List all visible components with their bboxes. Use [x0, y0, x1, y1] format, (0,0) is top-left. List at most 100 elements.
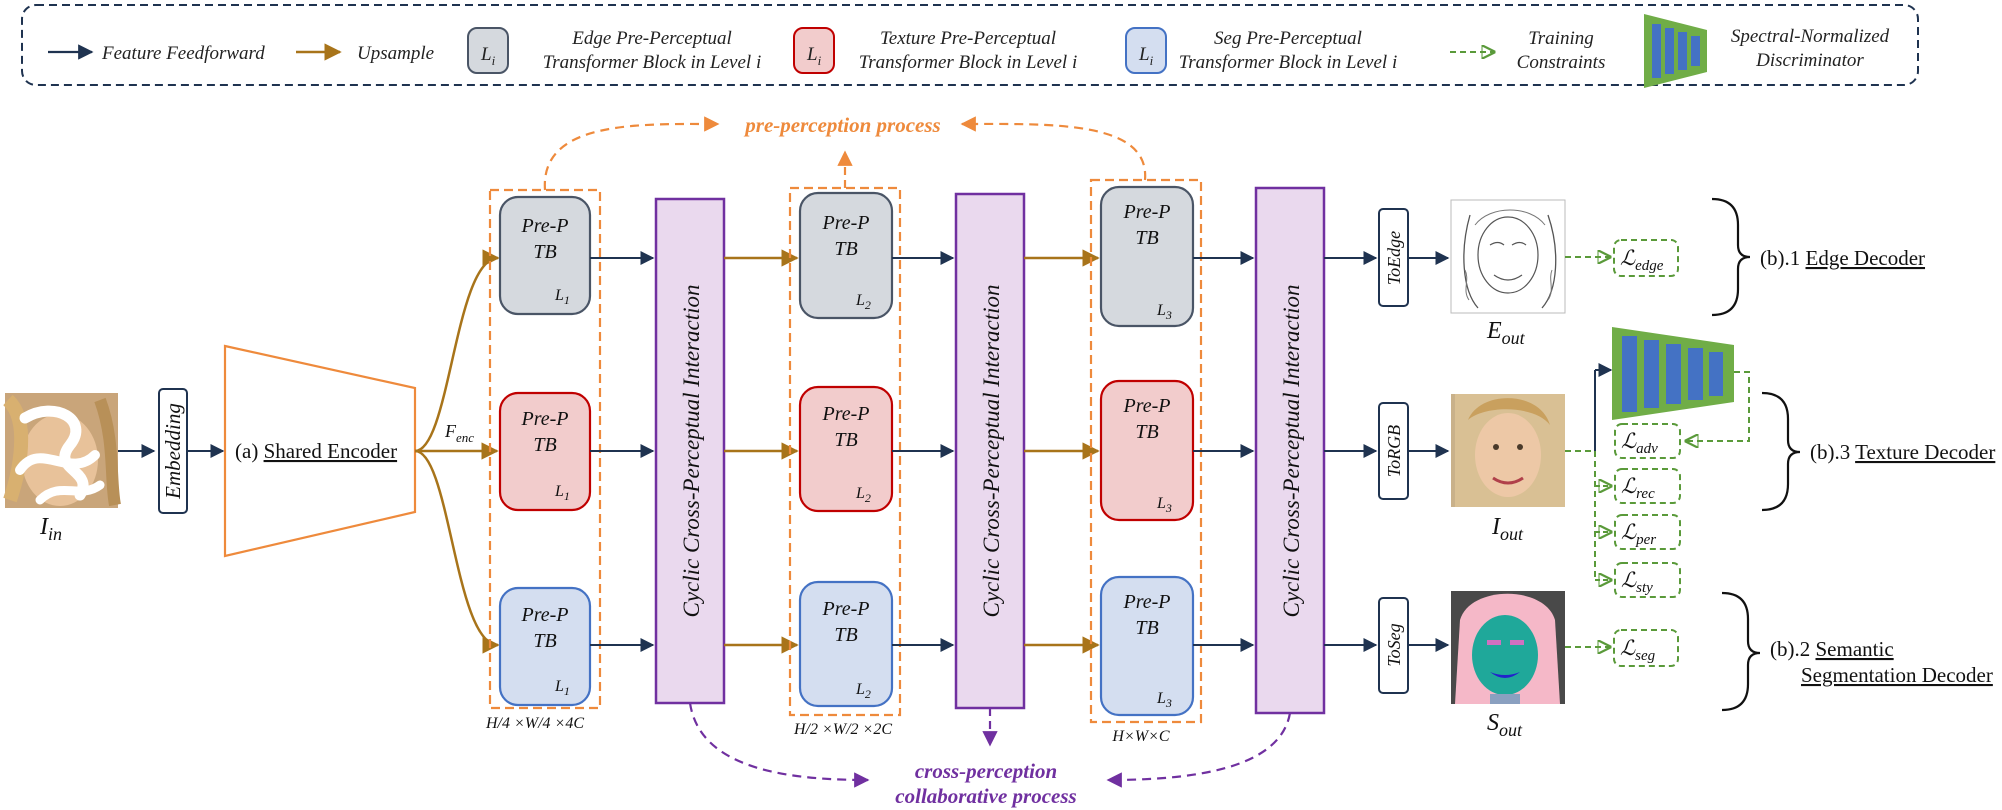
- level2-size-label: H/2 ×W/2 ×2C: [793, 721, 892, 738]
- svg-text:L2: L2: [855, 485, 871, 505]
- level1-size-label: H/4 ×W/4 ×4C: [485, 715, 584, 732]
- legend-edge-block-line2: Transformer Block in Level i: [543, 52, 761, 73]
- svg-text:L3: L3: [1156, 495, 1172, 515]
- loss-seg-box: ℒseg: [1613, 629, 1679, 667]
- input-image: [2, 393, 121, 508]
- seg-output-label: Sout: [1487, 710, 1523, 740]
- ccpi-block-1: [654, 197, 726, 705]
- cross-perception-arrow-left: [688, 702, 870, 788]
- texture-block-l3: Pre-P TB L3: [1099, 379, 1195, 522]
- svg-text:TB: TB: [1135, 421, 1158, 443]
- legend-upsample-label: Upsample: [357, 43, 434, 64]
- svg-text:ℒedge: ℒedge: [1620, 246, 1664, 274]
- level3-size-label: H×W×C: [1111, 728, 1169, 745]
- edge-decoder-label: (b).1 Edge Decoder: [1760, 246, 1925, 270]
- svg-text:ℒrec: ℒrec: [1621, 474, 1655, 502]
- texture-output-label: Iout: [1491, 514, 1524, 544]
- legend-seg-block-line2: Transformer Block in Level i: [1179, 52, 1397, 73]
- discriminator-icon: [1612, 327, 1734, 420]
- svg-text:TB: TB: [834, 429, 857, 451]
- svg-text:TB: TB: [1135, 227, 1158, 249]
- pre-perception-label: pre-perception process: [743, 113, 940, 137]
- legend-edge-block-line1: Edge Pre-Perceptual: [571, 28, 732, 49]
- legend: Feature Feedforward Upsample Li Edge Pre…: [21, 4, 1919, 88]
- seg-block-l2: Pre-P TB L2: [798, 580, 894, 708]
- svg-text:ℒper: ℒper: [1621, 520, 1656, 548]
- svg-text:Pre-P: Pre-P: [520, 604, 568, 626]
- legend-discriminator-icon: [1644, 14, 1707, 88]
- cross-perception-label-line2: collaborative process: [895, 784, 1076, 808]
- arrow-discriminator-adv: [1686, 371, 1750, 441]
- ccpi-label-1: Cyclic Cross-Perceptual Interaction: [679, 285, 704, 618]
- seg-decoder-label-line1: (b).2 Semantic: [1770, 637, 1894, 661]
- legend-texture-swatch: [793, 27, 835, 74]
- pre-perception-arrow-right: [960, 116, 1147, 181]
- legend-discriminator-line2: Discriminator: [1755, 50, 1864, 71]
- ccpi-block-2: [954, 192, 1026, 710]
- svg-text:TB: TB: [834, 624, 857, 646]
- legend-training-line1: Training: [1528, 28, 1593, 49]
- edge-block-l3: Pre-P TB L3: [1099, 185, 1195, 328]
- cross-perception-arrow-right: [1106, 712, 1292, 788]
- loss-per-box: ℒper: [1614, 514, 1681, 550]
- svg-text:L3: L3: [1156, 302, 1172, 322]
- loss-edge-box: ℒedge: [1613, 239, 1679, 277]
- svg-text:L1: L1: [554, 287, 570, 307]
- legend-seg-swatch-label: Li: [1138, 44, 1154, 68]
- torgb-label: ToRGB: [1384, 425, 1404, 477]
- level1-group-frame: [488, 188, 602, 710]
- svg-text:Pre-P: Pre-P: [821, 598, 869, 620]
- legend-training-line2: Constraints: [1517, 52, 1606, 73]
- seg-output-image: [1451, 591, 1565, 704]
- legend-seg-block-line1: Seg Pre-Perceptual: [1214, 28, 1362, 49]
- legend-texture-block-line1: Texture Pre-Perceptual: [880, 28, 1056, 49]
- svg-text:L3: L3: [1156, 690, 1172, 710]
- svg-text:L1: L1: [554, 678, 570, 698]
- legend-texture-swatch-label: Li: [806, 44, 822, 68]
- svg-text:L2: L2: [855, 292, 871, 312]
- texture-decoder-label: (b).3 Texture Decoder: [1810, 440, 1995, 464]
- loss-rec-box: ℒrec: [1614, 468, 1681, 504]
- embedding-label: Embedding: [161, 403, 185, 500]
- svg-text:ℒseg: ℒseg: [1620, 636, 1656, 664]
- svg-text:Pre-P: Pre-P: [1122, 201, 1170, 223]
- texture-decoder-brace: [1761, 391, 1801, 512]
- edge-block-l1: Pre-P TB L1: [498, 195, 592, 316]
- svg-text:TB: TB: [834, 238, 857, 260]
- arrow-encoder-seg-l1: [414, 449, 500, 654]
- legend-edge-swatch-label: Li: [480, 44, 496, 68]
- shared-encoder-label: (a) Shared Encoder: [235, 439, 397, 463]
- legend-edge-swatch: [467, 27, 509, 74]
- fenc-label: Fenc: [444, 421, 474, 445]
- svg-text:TB: TB: [533, 241, 556, 263]
- ccpi-label-2: Cyclic Cross-Perceptual Interaction: [979, 285, 1004, 618]
- toseg-label: ToSeg: [1384, 623, 1404, 666]
- texture-block-l2: Pre-P TB L2: [798, 385, 894, 513]
- edge-output-image: [1450, 199, 1566, 314]
- svg-text:Pre-P: Pre-P: [1122, 591, 1170, 613]
- seg-block-l3: Pre-P TB L3: [1099, 575, 1195, 717]
- svg-text:L1: L1: [554, 483, 570, 503]
- loss-adv-box: ℒadv: [1614, 423, 1681, 459]
- edge-block-l2: Pre-P TB L2: [798, 191, 894, 320]
- seg-decoder-brace: [1721, 591, 1761, 712]
- ccpi-label-3: Cyclic Cross-Perceptual Interaction: [1279, 285, 1304, 618]
- level2-group-frame: [788, 186, 902, 717]
- svg-text:L2: L2: [855, 681, 871, 701]
- input-label: Iin: [39, 514, 62, 544]
- loss-sty-box: ℒsty: [1614, 562, 1681, 598]
- svg-text:TB: TB: [1135, 617, 1158, 639]
- legend-feedforward-label: Feature Feedforward: [101, 43, 265, 64]
- texture-block-l1: Pre-P TB L1: [498, 391, 592, 512]
- svg-text:TB: TB: [533, 434, 556, 456]
- pre-perception-arrow-left: [543, 116, 720, 191]
- svg-text:Pre-P: Pre-P: [520, 408, 568, 430]
- svg-text:Pre-P: Pre-P: [1122, 395, 1170, 417]
- svg-text:ℒadv: ℒadv: [1621, 429, 1658, 457]
- svg-text:Pre-P: Pre-P: [520, 215, 568, 237]
- legend-frame: [21, 4, 1919, 86]
- toedge-label: ToEdge: [1384, 231, 1404, 285]
- cross-perception-label-line1: cross-perception: [915, 759, 1057, 783]
